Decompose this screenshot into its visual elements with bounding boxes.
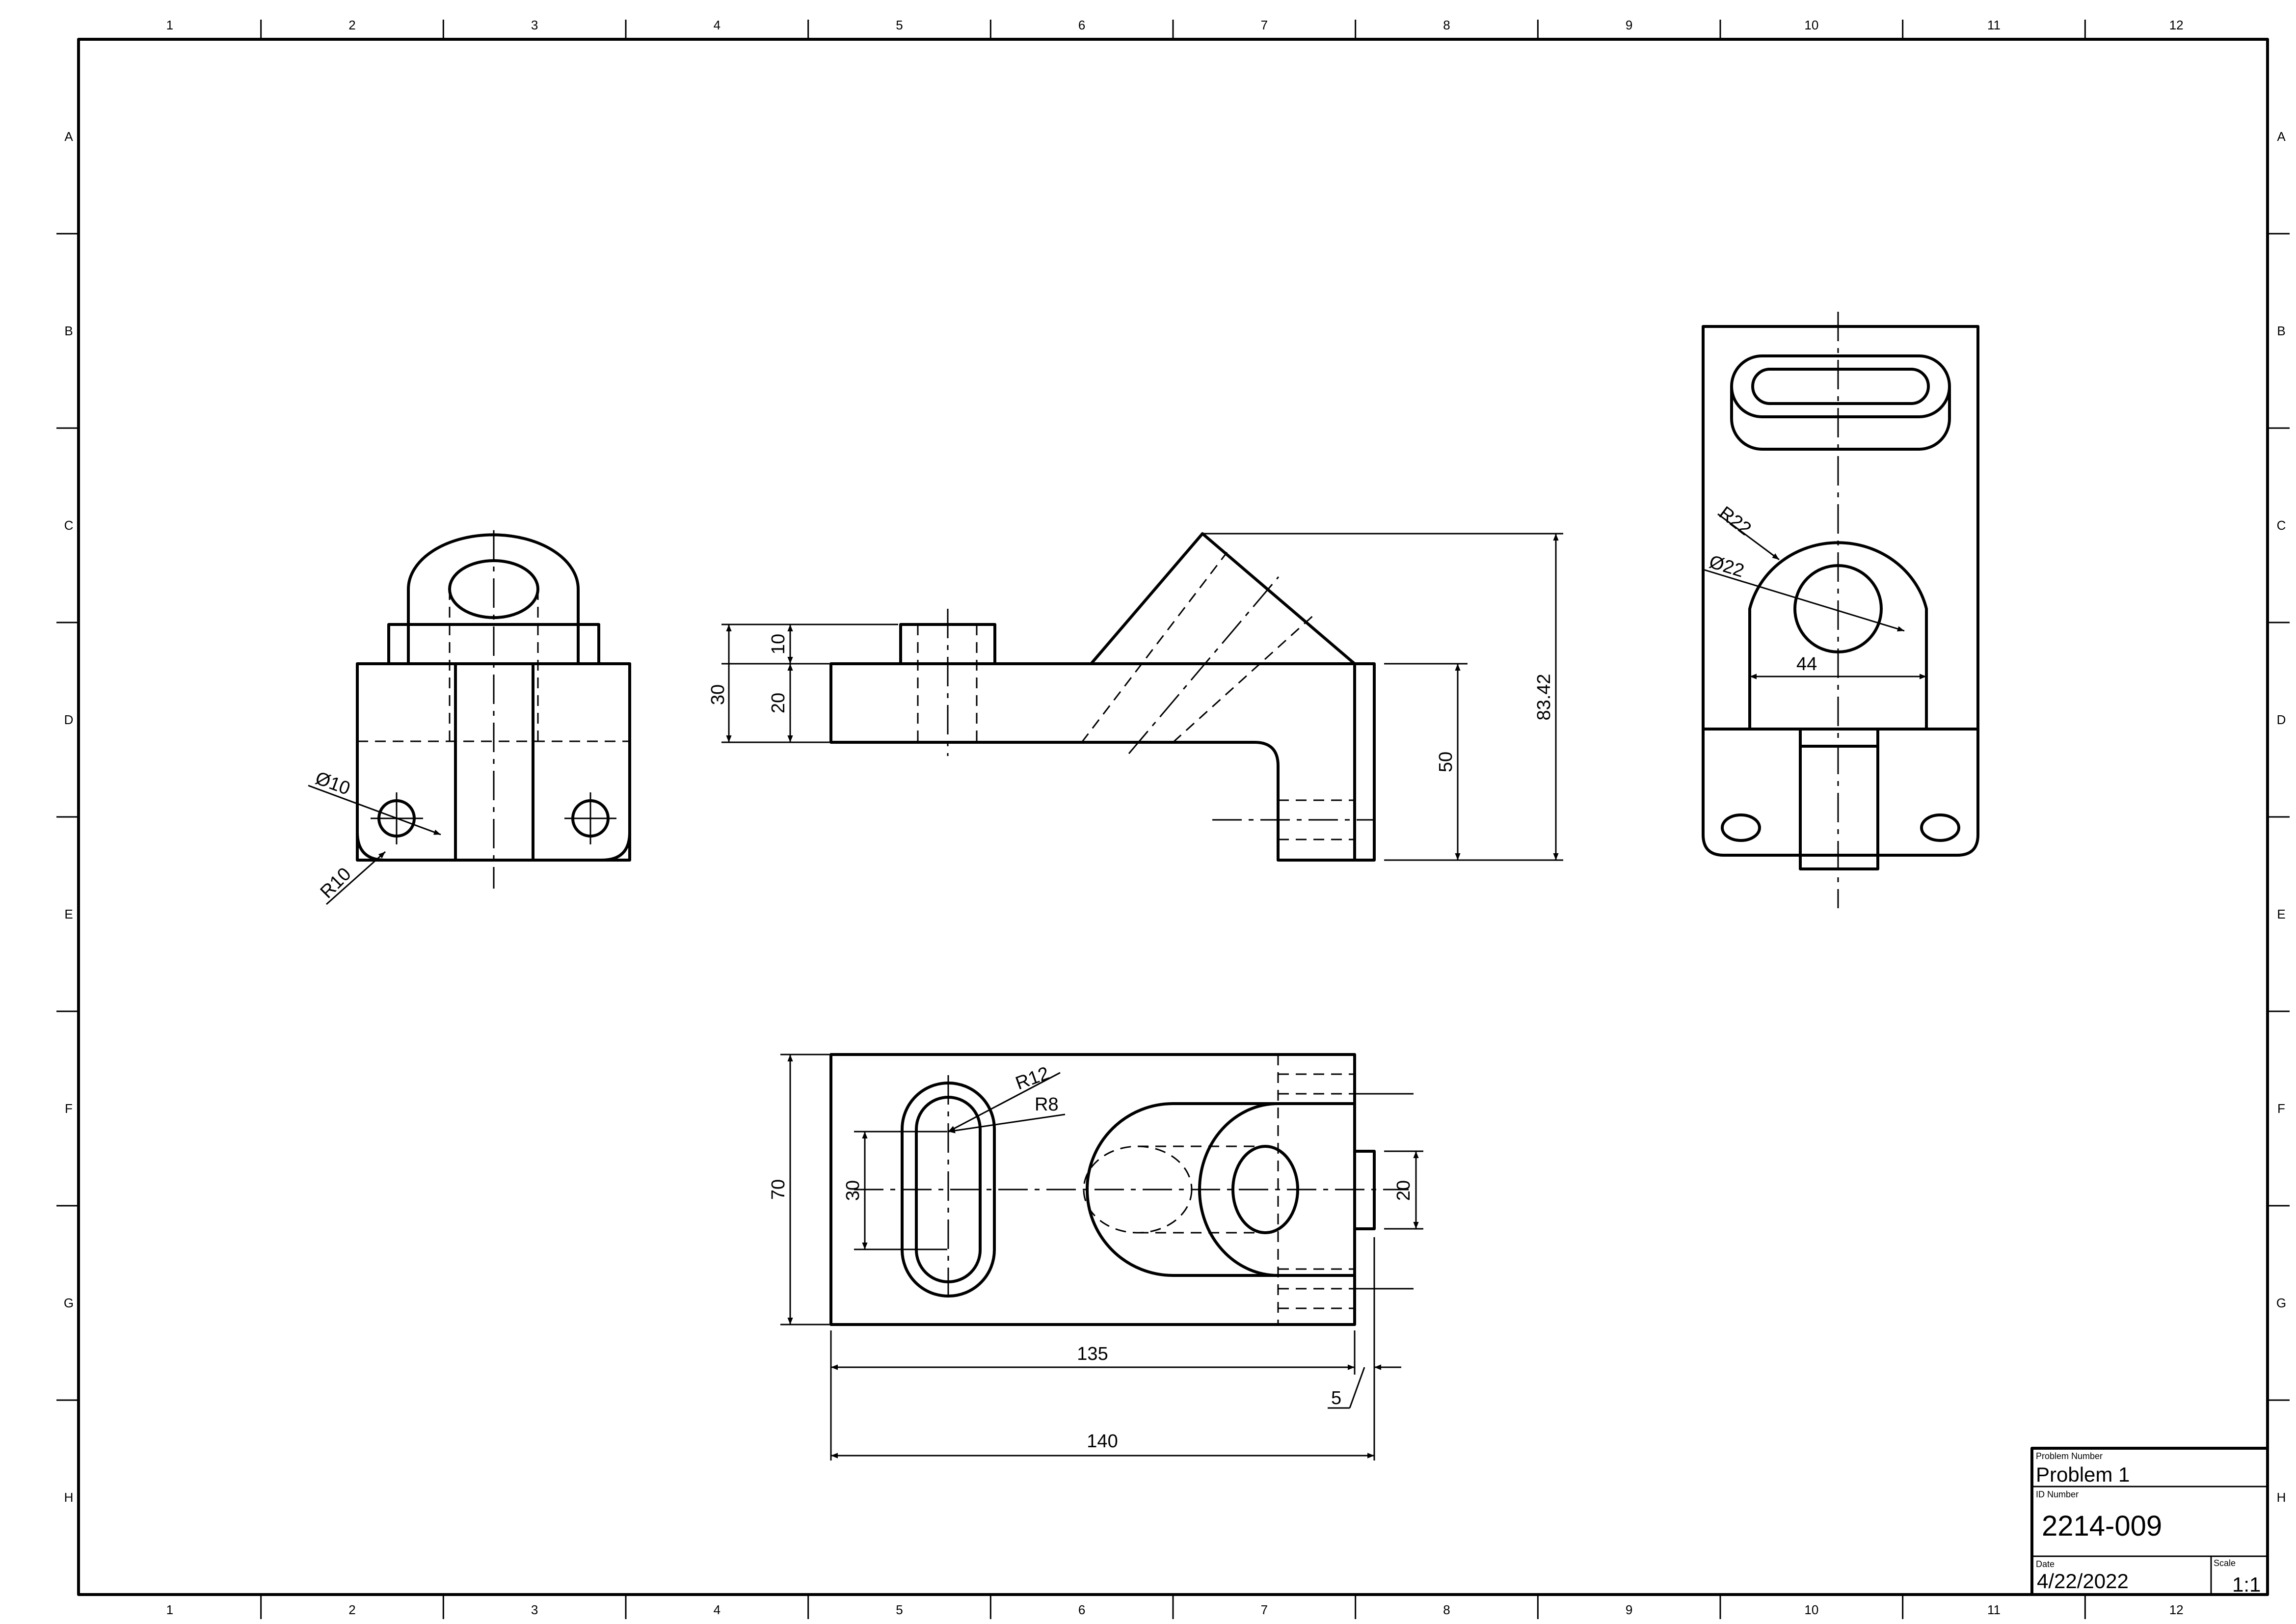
front-view: Ø10 R10 (308, 530, 631, 905)
zone-col-label: 8 (1443, 18, 1450, 32)
zone-col-label: 5 (896, 18, 903, 32)
right-view: R22 Ø22 44 (1702, 312, 1979, 908)
dim-20: 20 (768, 693, 789, 713)
zone-row-label: C (64, 518, 74, 533)
side-view: 30 10 20 50 83.42 (708, 532, 1563, 862)
zone-row-label: B (64, 324, 73, 338)
scale-value: 1:1 (2232, 1573, 2261, 1596)
dim-30: 30 (708, 684, 728, 705)
zone-col-label: 9 (1626, 1602, 1632, 1617)
dim-83-42: 83.42 (1534, 674, 1554, 720)
zone-col-label: 4 (714, 1602, 721, 1617)
scale-label: Scale (2214, 1558, 2236, 1568)
zone-col-label: 11 (1987, 18, 2001, 32)
zone-row-label: H (64, 1490, 74, 1505)
dim-radius-10: R10 (317, 864, 355, 902)
id-number-label: ID Number (2036, 1489, 2079, 1499)
zone-col-label: 1 (166, 1602, 173, 1617)
zone-col-label: 2 (348, 18, 355, 32)
zone-col-label: 6 (1078, 1602, 1085, 1617)
dim-dia-22: Ø22 (1707, 551, 1746, 581)
dim-44: 44 (1796, 654, 1817, 675)
zone-row-label: G (2276, 1296, 2286, 1310)
dim-slot-30: 30 (843, 1180, 863, 1201)
dim-5: 5 (1331, 1388, 1341, 1408)
date-label: Date (2036, 1559, 2055, 1569)
zone-col-label: 1 (166, 18, 173, 32)
zone-col-label: 3 (531, 1602, 538, 1617)
id-number-value: 2214-009 (2042, 1510, 2162, 1542)
zone-row-label: C (2277, 518, 2286, 533)
zone-col-label: 4 (714, 18, 721, 32)
date-value: 4/22/2022 (2037, 1570, 2129, 1593)
zone-row-label: H (2277, 1490, 2286, 1505)
zone-col-label: 9 (1626, 18, 1632, 32)
zone-col-label: 10 (1804, 18, 1818, 32)
zone-row-label: F (65, 1101, 73, 1116)
zone-row-label: B (2277, 324, 2285, 338)
dim-70: 70 (768, 1179, 789, 1200)
dim-r8: R8 (1035, 1094, 1059, 1115)
dim-10: 10 (768, 634, 789, 654)
zone-col-label: 7 (1261, 18, 1268, 32)
zone-col-label: 12 (2169, 1602, 2184, 1617)
zone-row-label: E (2277, 907, 2285, 921)
zone-col-label: 11 (1987, 1602, 2001, 1617)
dim-140: 140 (1087, 1431, 1118, 1452)
dim-r12: R12 (1013, 1063, 1052, 1094)
zone-row-label: D (2277, 712, 2286, 727)
dim-50: 50 (1436, 752, 1456, 772)
zone-col-label: 6 (1078, 18, 1085, 32)
zone-row-label: A (2277, 129, 2286, 144)
zone-col-label: 2 (348, 1602, 355, 1617)
zone-row-label: E (64, 907, 73, 921)
top-view: 70 30 R12 R8 20 135 5 140 (768, 1053, 1423, 1461)
zone-col-label: 10 (1804, 1602, 1818, 1617)
title-block: Problem Number Problem 1 ID Number 2214-… (2030, 1447, 2269, 1596)
zone-col-label: 5 (896, 1602, 903, 1617)
zone-row-label: A (64, 129, 73, 144)
zone-row-label: G (64, 1296, 74, 1310)
zone-row-label: F (2277, 1101, 2285, 1116)
problem-number-label: Problem Number (2036, 1451, 2103, 1461)
zone-col-label: 3 (531, 18, 538, 32)
zone-row-label: D (64, 712, 74, 727)
sheet-border (56, 20, 2290, 1619)
problem-number-value: Problem 1 (2036, 1463, 2130, 1486)
zone-col-label: 12 (2169, 18, 2184, 32)
zone-col-label: 8 (1443, 1602, 1450, 1617)
dim-135: 135 (1077, 1344, 1108, 1364)
dim-r22: R22 (1715, 503, 1755, 540)
zone-col-label: 7 (1261, 1602, 1268, 1617)
dim-20-top: 20 (1393, 1180, 1414, 1201)
